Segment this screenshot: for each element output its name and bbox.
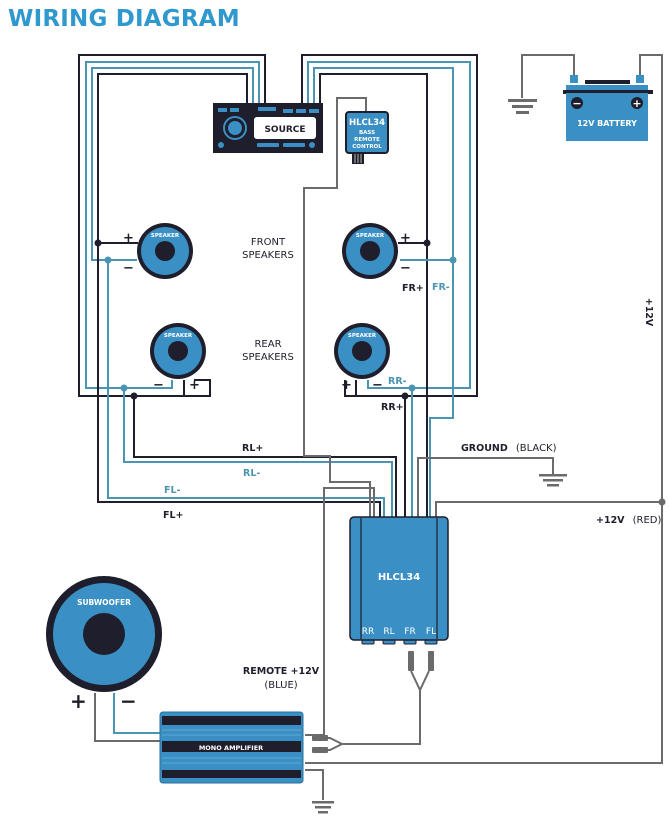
source-head-unit: SOURCE xyxy=(213,103,323,153)
bass-remote-line3: CONTROL xyxy=(352,144,382,150)
wire-battery-negative xyxy=(521,54,575,98)
label-remote-12v: REMOTE +12V xyxy=(243,666,320,677)
wire-12v-red xyxy=(435,501,662,518)
label-12v-vertical: +12V xyxy=(643,298,654,327)
minus-sign: − xyxy=(123,261,134,276)
battery-negative-sign: − xyxy=(572,97,581,110)
svg-text:SPEAKER: SPEAKER xyxy=(151,233,180,239)
bass-remote-line2: REMOTE xyxy=(354,137,380,143)
plus-sign: + xyxy=(400,231,411,246)
rear-speakers-label-2: SPEAKERS xyxy=(242,352,294,363)
subwoofer-label: SUBWOOFER xyxy=(77,598,131,607)
label-fl-plus: FL+ xyxy=(163,510,184,521)
bass-remote-line1: BASS xyxy=(359,130,375,136)
wire-bass-remote xyxy=(303,97,371,518)
label-12v-red: +12V (RED) xyxy=(596,508,662,527)
label-fl-minus: FL- xyxy=(164,485,181,496)
source-label: SOURCE xyxy=(264,125,305,135)
front-speakers-label-1: FRONT xyxy=(251,237,286,248)
page-title: WIRING DIAGRAM xyxy=(8,6,240,32)
wire-rl-plus xyxy=(133,396,397,518)
label-ground: GROUND (BLACK) xyxy=(461,436,557,455)
ground-symbol-converter xyxy=(539,474,567,487)
battery-negative-terminal xyxy=(571,97,583,109)
port-rl: RL xyxy=(383,627,394,637)
ground-symbol-battery xyxy=(508,99,537,114)
converter-input-wires xyxy=(97,243,454,518)
junction-dots xyxy=(94,239,457,400)
wire-battery-positive xyxy=(305,54,663,764)
speaker-front-right: SPEAKER + − xyxy=(342,223,453,279)
label-rr-minus: RR- xyxy=(388,376,407,387)
battery-label: 12V BATTERY xyxy=(577,119,637,128)
wire-sub-minus xyxy=(113,693,160,734)
front-speakers-label-2: SPEAKERS xyxy=(242,250,294,261)
converter-model: HLCL34 xyxy=(378,572,420,583)
rear-speakers-label-1: REAR xyxy=(254,339,281,350)
amplifier-label: MONO AMPLIFIER xyxy=(199,744,263,752)
subwoofer-minus-sign: − xyxy=(120,689,137,713)
subwoofer-plus-sign: + xyxy=(70,689,87,713)
speaker-front-left: SPEAKER + − xyxy=(108,223,193,279)
wire-rl-minus xyxy=(123,388,393,518)
label-remote-blue: (BLUE) xyxy=(264,680,297,691)
battery-positive-sign: + xyxy=(632,97,641,110)
speaker-rear-right: SPEAKER + − xyxy=(334,323,412,397)
svg-text:SPEAKER: SPEAKER xyxy=(356,233,385,239)
minus-sign: − xyxy=(372,378,383,393)
minus-sign: − xyxy=(400,261,411,276)
wire-fl-plus-outer xyxy=(97,73,248,244)
ground-symbol-amp xyxy=(312,801,334,814)
plus-sign: + xyxy=(341,378,352,393)
label-fr-plus: FR+ xyxy=(402,283,424,294)
wire-fr-minus xyxy=(429,260,454,518)
speaker-rear-left: SPEAKER − + xyxy=(124,323,206,396)
right-speaker-wires xyxy=(301,54,478,397)
label-rl-plus: RL+ xyxy=(242,443,263,454)
wire-converter-ground xyxy=(417,457,554,518)
bass-remote-model: HLCL34 xyxy=(349,118,385,128)
minus-sign: − xyxy=(153,378,164,393)
svg-text:SPEAKER: SPEAKER xyxy=(164,333,193,339)
plus-sign: + xyxy=(123,231,134,246)
wire-sub-plus xyxy=(94,693,160,742)
junction-12v xyxy=(658,498,666,506)
label-rl-minus: RL- xyxy=(243,468,260,479)
label-rr-plus: RR+ xyxy=(381,402,404,413)
wire-fl-plus xyxy=(97,243,381,518)
wire-fl-minus xyxy=(107,260,385,518)
svg-text:SPEAKER: SPEAKER xyxy=(348,333,377,339)
label-fr-minus: FR- xyxy=(432,282,450,293)
bass-remote-control: HLCL34 BASS REMOTE CONTROL xyxy=(345,111,389,164)
wire-amp-ground xyxy=(305,769,324,800)
plus-sign: + xyxy=(189,378,200,393)
port-fl: FL xyxy=(426,627,436,637)
volume-knob-icon xyxy=(223,116,247,140)
port-fr: FR xyxy=(404,627,415,637)
source-display xyxy=(254,117,316,139)
port-rr: RR xyxy=(362,627,375,637)
hlcl34-converter: HLCL34 RR RL FR FL xyxy=(349,516,449,645)
wire-rl-plus-outer xyxy=(78,54,266,397)
battery: − + 12V BATTERY xyxy=(563,75,653,141)
mono-amplifier: MONO AMPLIFIER xyxy=(159,711,304,784)
battery-positive-terminal xyxy=(631,97,643,109)
rca-cables xyxy=(312,651,434,753)
wire-rr-plus-outer xyxy=(301,54,478,397)
wire-rr-minus-outer xyxy=(307,61,471,389)
subwoofer: SUBWOOFER + − xyxy=(46,576,162,713)
